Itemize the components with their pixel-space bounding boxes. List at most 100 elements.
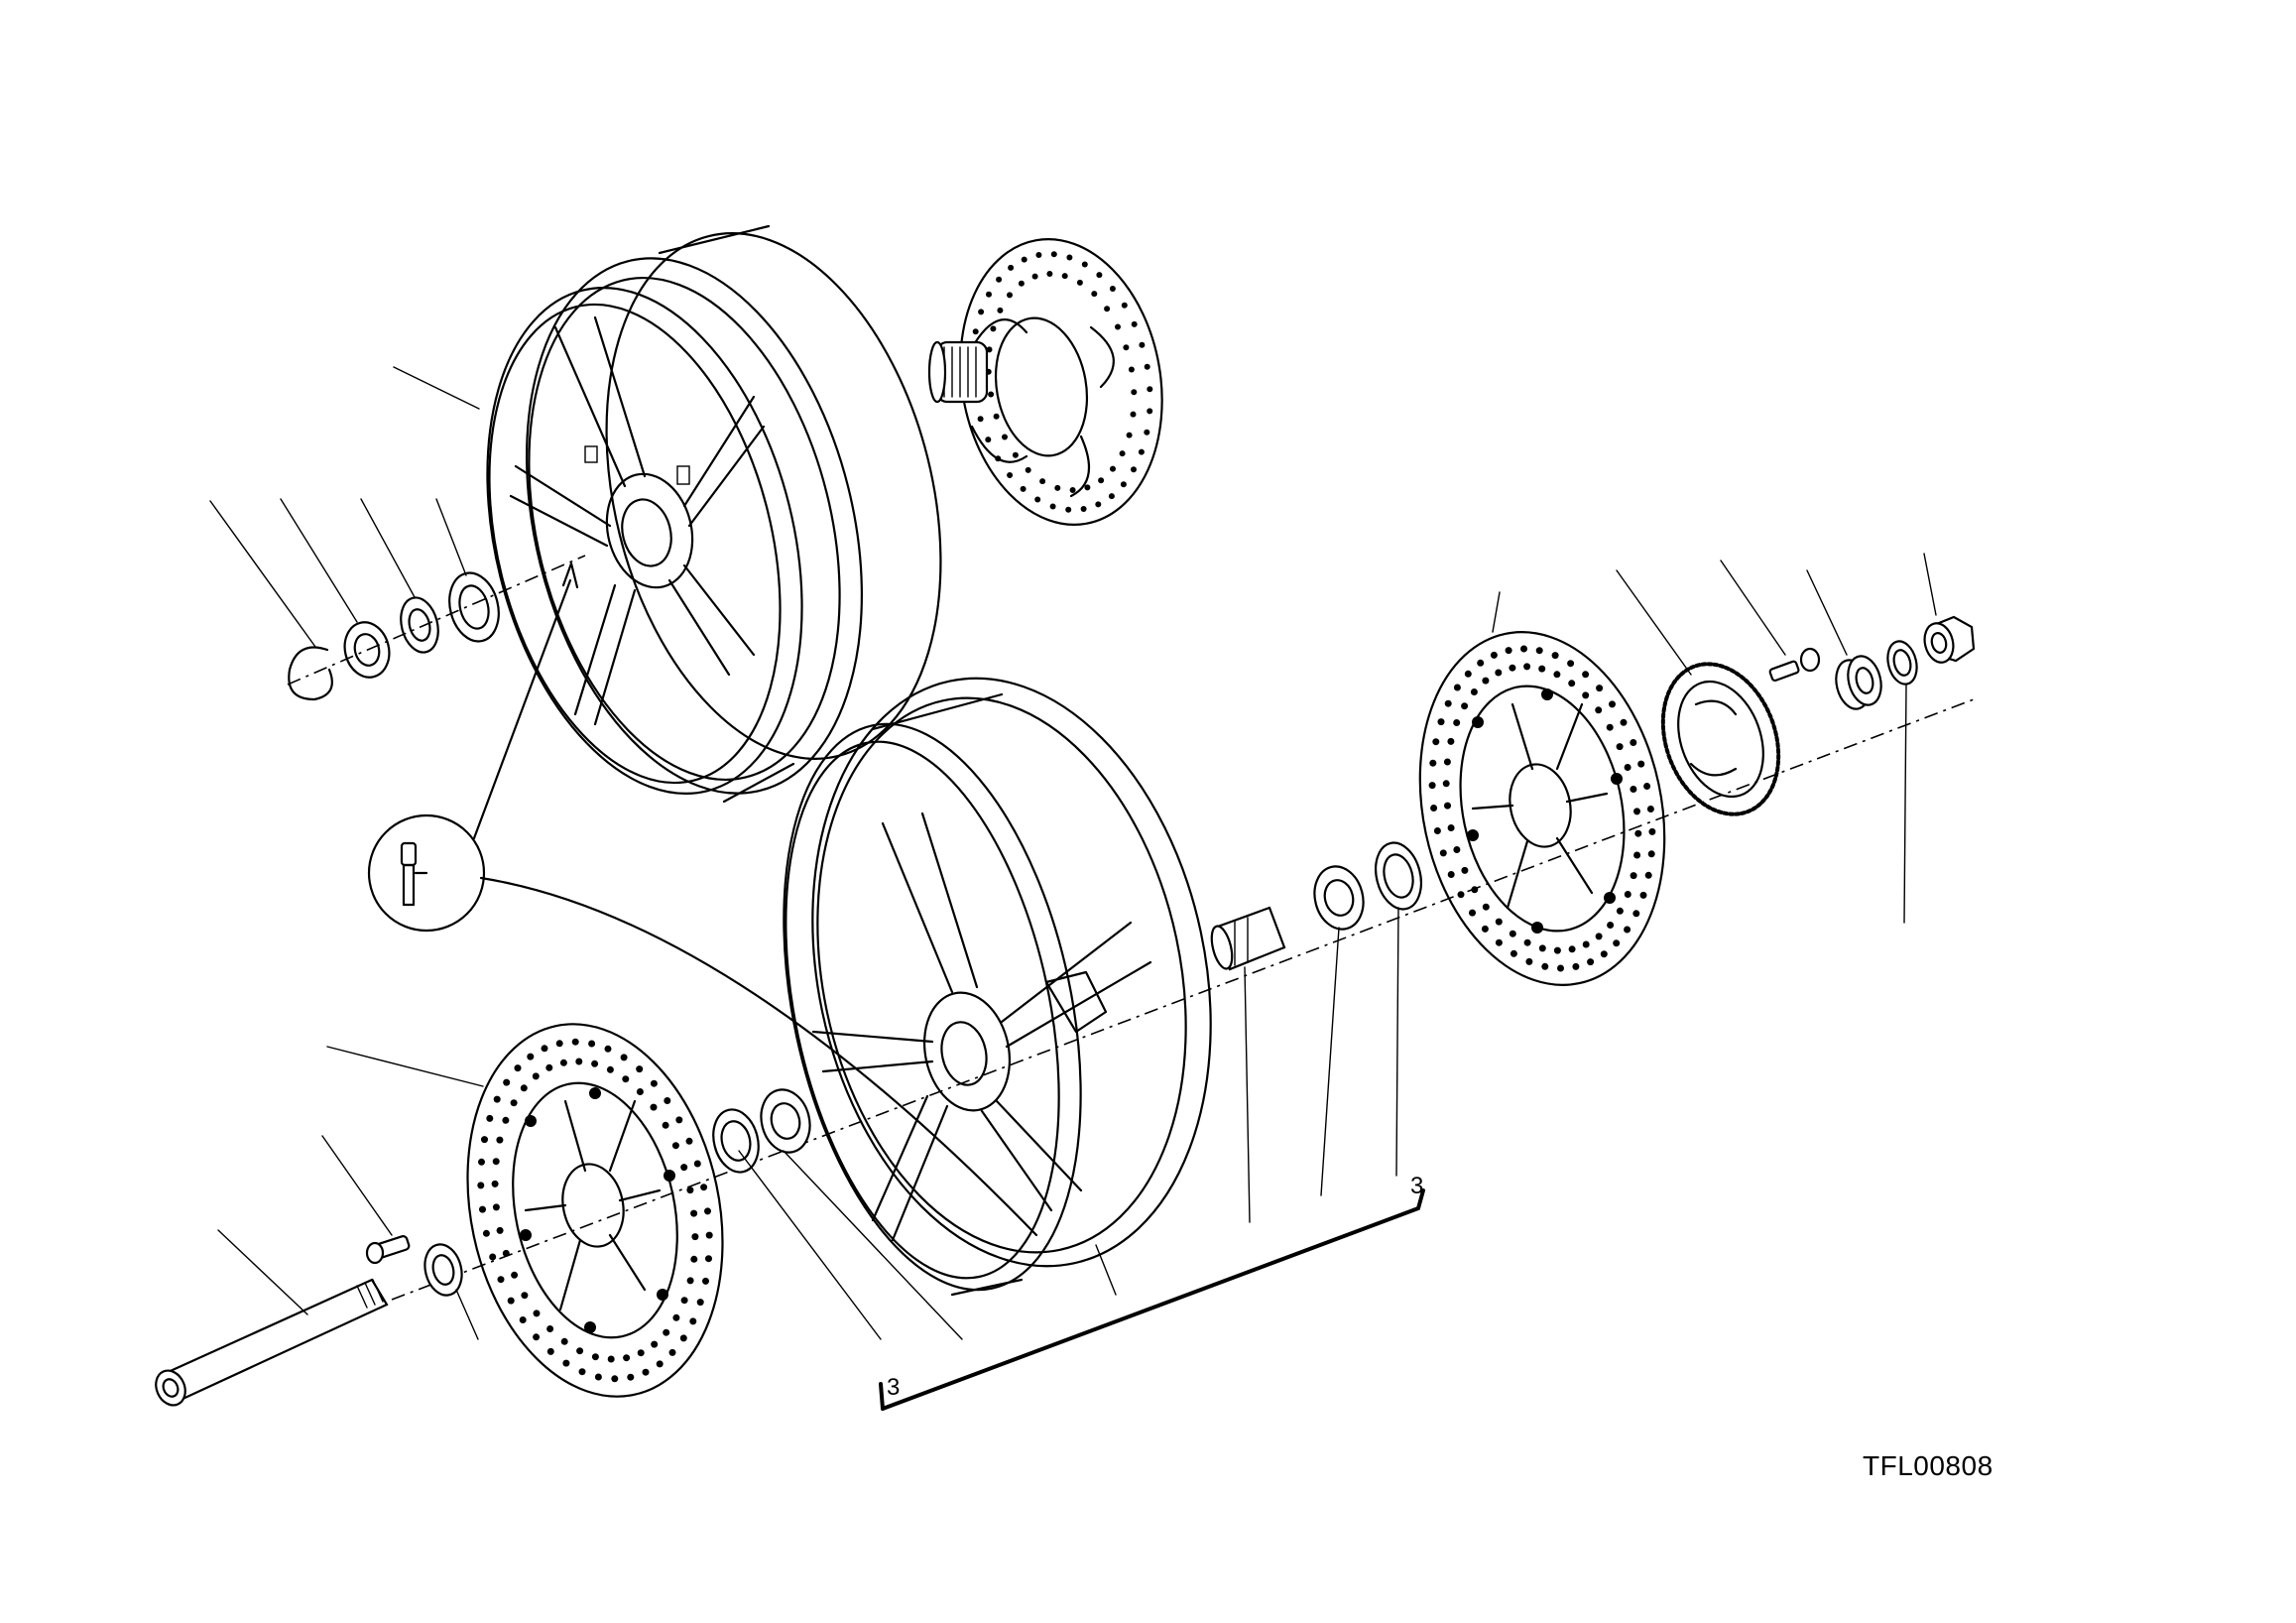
disc-hole — [986, 291, 992, 298]
disc-hole — [545, 1063, 553, 1071]
disc-hole — [1633, 851, 1641, 859]
disc-hole — [1147, 408, 1153, 415]
disc-hole — [533, 1333, 541, 1341]
disc-hole — [1095, 501, 1102, 508]
disc-hole — [1490, 651, 1498, 659]
disc-hole — [1520, 645, 1527, 653]
disc-hole — [510, 1099, 518, 1107]
disc-hole — [1066, 254, 1073, 261]
disc-hole — [511, 1271, 519, 1279]
disc-hole — [1582, 940, 1590, 948]
front-left-brake-disc — [466, 1023, 724, 1398]
disc-hole — [680, 1297, 688, 1305]
disc-hole — [1557, 964, 1564, 972]
disc-hole — [1470, 688, 1478, 695]
disc-hole — [685, 1137, 693, 1145]
disc-hole — [1007, 292, 1013, 299]
disc-hole — [546, 1325, 554, 1332]
disc-hole — [491, 1180, 499, 1187]
disc-hole — [663, 1328, 670, 1336]
disc-hole — [664, 1097, 671, 1104]
disc-hole — [680, 1164, 688, 1172]
disc-hole — [679, 1334, 687, 1342]
disc-hole — [1050, 251, 1057, 258]
disc-hole — [1596, 685, 1604, 692]
disc-hole — [1510, 949, 1517, 957]
disc-hole — [1525, 957, 1533, 965]
disc-hole — [1025, 466, 1031, 473]
disc-hole — [527, 1053, 535, 1061]
disc-hole — [1139, 341, 1146, 348]
disc-hole — [1551, 652, 1559, 660]
disc-hole — [700, 1184, 708, 1191]
disc-hole — [520, 1084, 528, 1092]
disc-hole — [1031, 273, 1038, 280]
disc-hole — [591, 1353, 599, 1361]
disc-hole — [1433, 827, 1441, 834]
disc-hole — [1120, 481, 1127, 488]
disc-hole — [1648, 827, 1656, 835]
disc-hole — [1495, 918, 1503, 926]
disc-hole — [1643, 783, 1651, 790]
disc-hole — [502, 1116, 510, 1124]
disc-hole — [1147, 386, 1153, 393]
disc-hole — [1049, 503, 1056, 510]
disc-hole — [1523, 938, 1531, 946]
disc-hole — [1538, 665, 1546, 673]
disc-hole — [1061, 273, 1068, 280]
disc-hole — [497, 1276, 505, 1284]
disc-hole — [1021, 256, 1027, 263]
disc-hole — [1505, 647, 1512, 655]
disc-hole — [672, 1313, 680, 1321]
oil-seal-left — [712, 1108, 760, 1174]
disc-hole — [1637, 760, 1645, 768]
disc-hole — [1080, 506, 1087, 512]
disc-hole — [1613, 939, 1621, 947]
disc-hole — [623, 1354, 631, 1362]
bearing-right — [1313, 865, 1365, 931]
disc-hole — [1553, 946, 1561, 954]
disc-hole — [1069, 487, 1076, 493]
disc-hole — [1509, 930, 1516, 937]
disc-hole — [636, 1088, 644, 1095]
disc-hole — [591, 1060, 599, 1067]
disc-hole — [1121, 302, 1128, 309]
disc-hole — [1008, 264, 1015, 271]
disc-hole — [690, 1255, 698, 1263]
disc-hole — [562, 1359, 570, 1367]
disc-hole — [1582, 671, 1590, 679]
disc-hole — [478, 1158, 485, 1166]
disc-hole — [990, 325, 997, 332]
disc-hole — [704, 1207, 711, 1215]
disc-hole — [1482, 677, 1490, 685]
disc-hole — [571, 1038, 579, 1046]
disc-hole — [588, 1040, 596, 1048]
disc-hole — [496, 1226, 504, 1234]
disc-hole — [1076, 279, 1083, 286]
disc-hole — [1624, 891, 1631, 898]
disc-hole — [636, 1065, 644, 1073]
disc-hole — [606, 1065, 614, 1073]
disc-hole — [1119, 450, 1126, 457]
disc-hole — [1457, 891, 1465, 899]
disc-hole — [1115, 323, 1121, 330]
disc-hole — [555, 1040, 563, 1048]
disc-hole — [1568, 945, 1576, 953]
disc-hole — [477, 1182, 485, 1189]
disc-hole — [1091, 291, 1098, 298]
disc-hole — [689, 1317, 697, 1325]
disc-hole — [1646, 806, 1654, 812]
disc-hole — [1144, 363, 1150, 370]
disc-hole — [620, 1054, 628, 1061]
disc-hole — [1430, 805, 1438, 812]
disc-hole — [594, 1373, 602, 1381]
disc-hole — [995, 455, 1002, 462]
drawing-code: TFL00808 — [1863, 1450, 1994, 1481]
disc-hole — [1538, 944, 1546, 952]
disc-hole — [519, 1316, 527, 1323]
disc-hole — [1007, 472, 1014, 478]
ref-mark-left: 3 — [887, 1374, 901, 1401]
disc-hole — [1567, 660, 1575, 668]
front-right-brake-disc — [1418, 631, 1666, 986]
